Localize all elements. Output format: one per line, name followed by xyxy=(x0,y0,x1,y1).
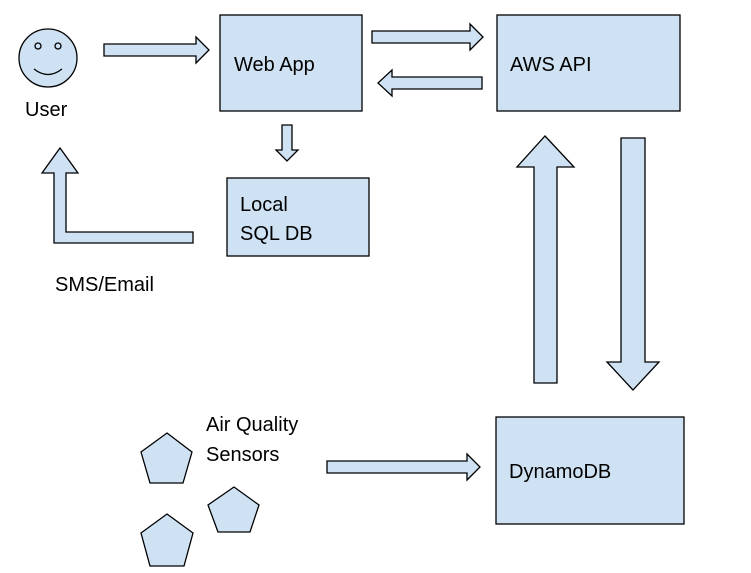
aws-api-node: AWS API xyxy=(496,14,681,112)
user-node: User xyxy=(18,28,78,121)
sensor-pentagon-icon xyxy=(140,513,194,567)
web-app-label: Web App xyxy=(234,54,315,76)
arrow-user-to-web-app xyxy=(103,35,210,65)
arrow-aws-api-to-dynamodb xyxy=(605,137,661,391)
local-sql-db-label-line2: SQL DB xyxy=(240,223,313,245)
arrow-dynamodb-to-aws-api xyxy=(515,135,576,384)
dynamodb-label: DynamoDB xyxy=(509,461,611,483)
arrow-web-app-to-aws-api xyxy=(371,22,484,52)
dynamodb-box xyxy=(495,416,685,525)
user-label: User xyxy=(25,99,68,121)
arrow-notification-to-user xyxy=(40,146,194,244)
sensor-pentagon-icon xyxy=(140,432,193,484)
arrow-sensors-to-dynamodb xyxy=(326,452,481,482)
local-sql-db-label-line1: Local xyxy=(240,194,288,216)
sensors-node: Air Quality Sensors xyxy=(140,414,298,567)
web-app-node: Web App xyxy=(219,14,363,112)
aws-api-label: AWS API xyxy=(510,54,592,76)
sensors-label-line2: Sensors xyxy=(206,444,279,466)
dynamodb-node: DynamoDB xyxy=(495,416,685,525)
sms-email-label: SMS/Email xyxy=(55,274,154,296)
local-sql-db-node: Local SQL DB xyxy=(226,177,370,257)
sensor-pentagon-icon xyxy=(207,486,260,533)
web-app-box xyxy=(219,14,363,112)
sensors-label-line1: Air Quality xyxy=(206,414,298,436)
arrow-aws-api-to-web-app xyxy=(377,68,483,98)
local-sql-db-box xyxy=(226,177,370,257)
arrow-web-app-to-local-db xyxy=(274,124,300,162)
user-smiley-icon xyxy=(18,28,78,88)
aws-api-box xyxy=(496,14,681,112)
